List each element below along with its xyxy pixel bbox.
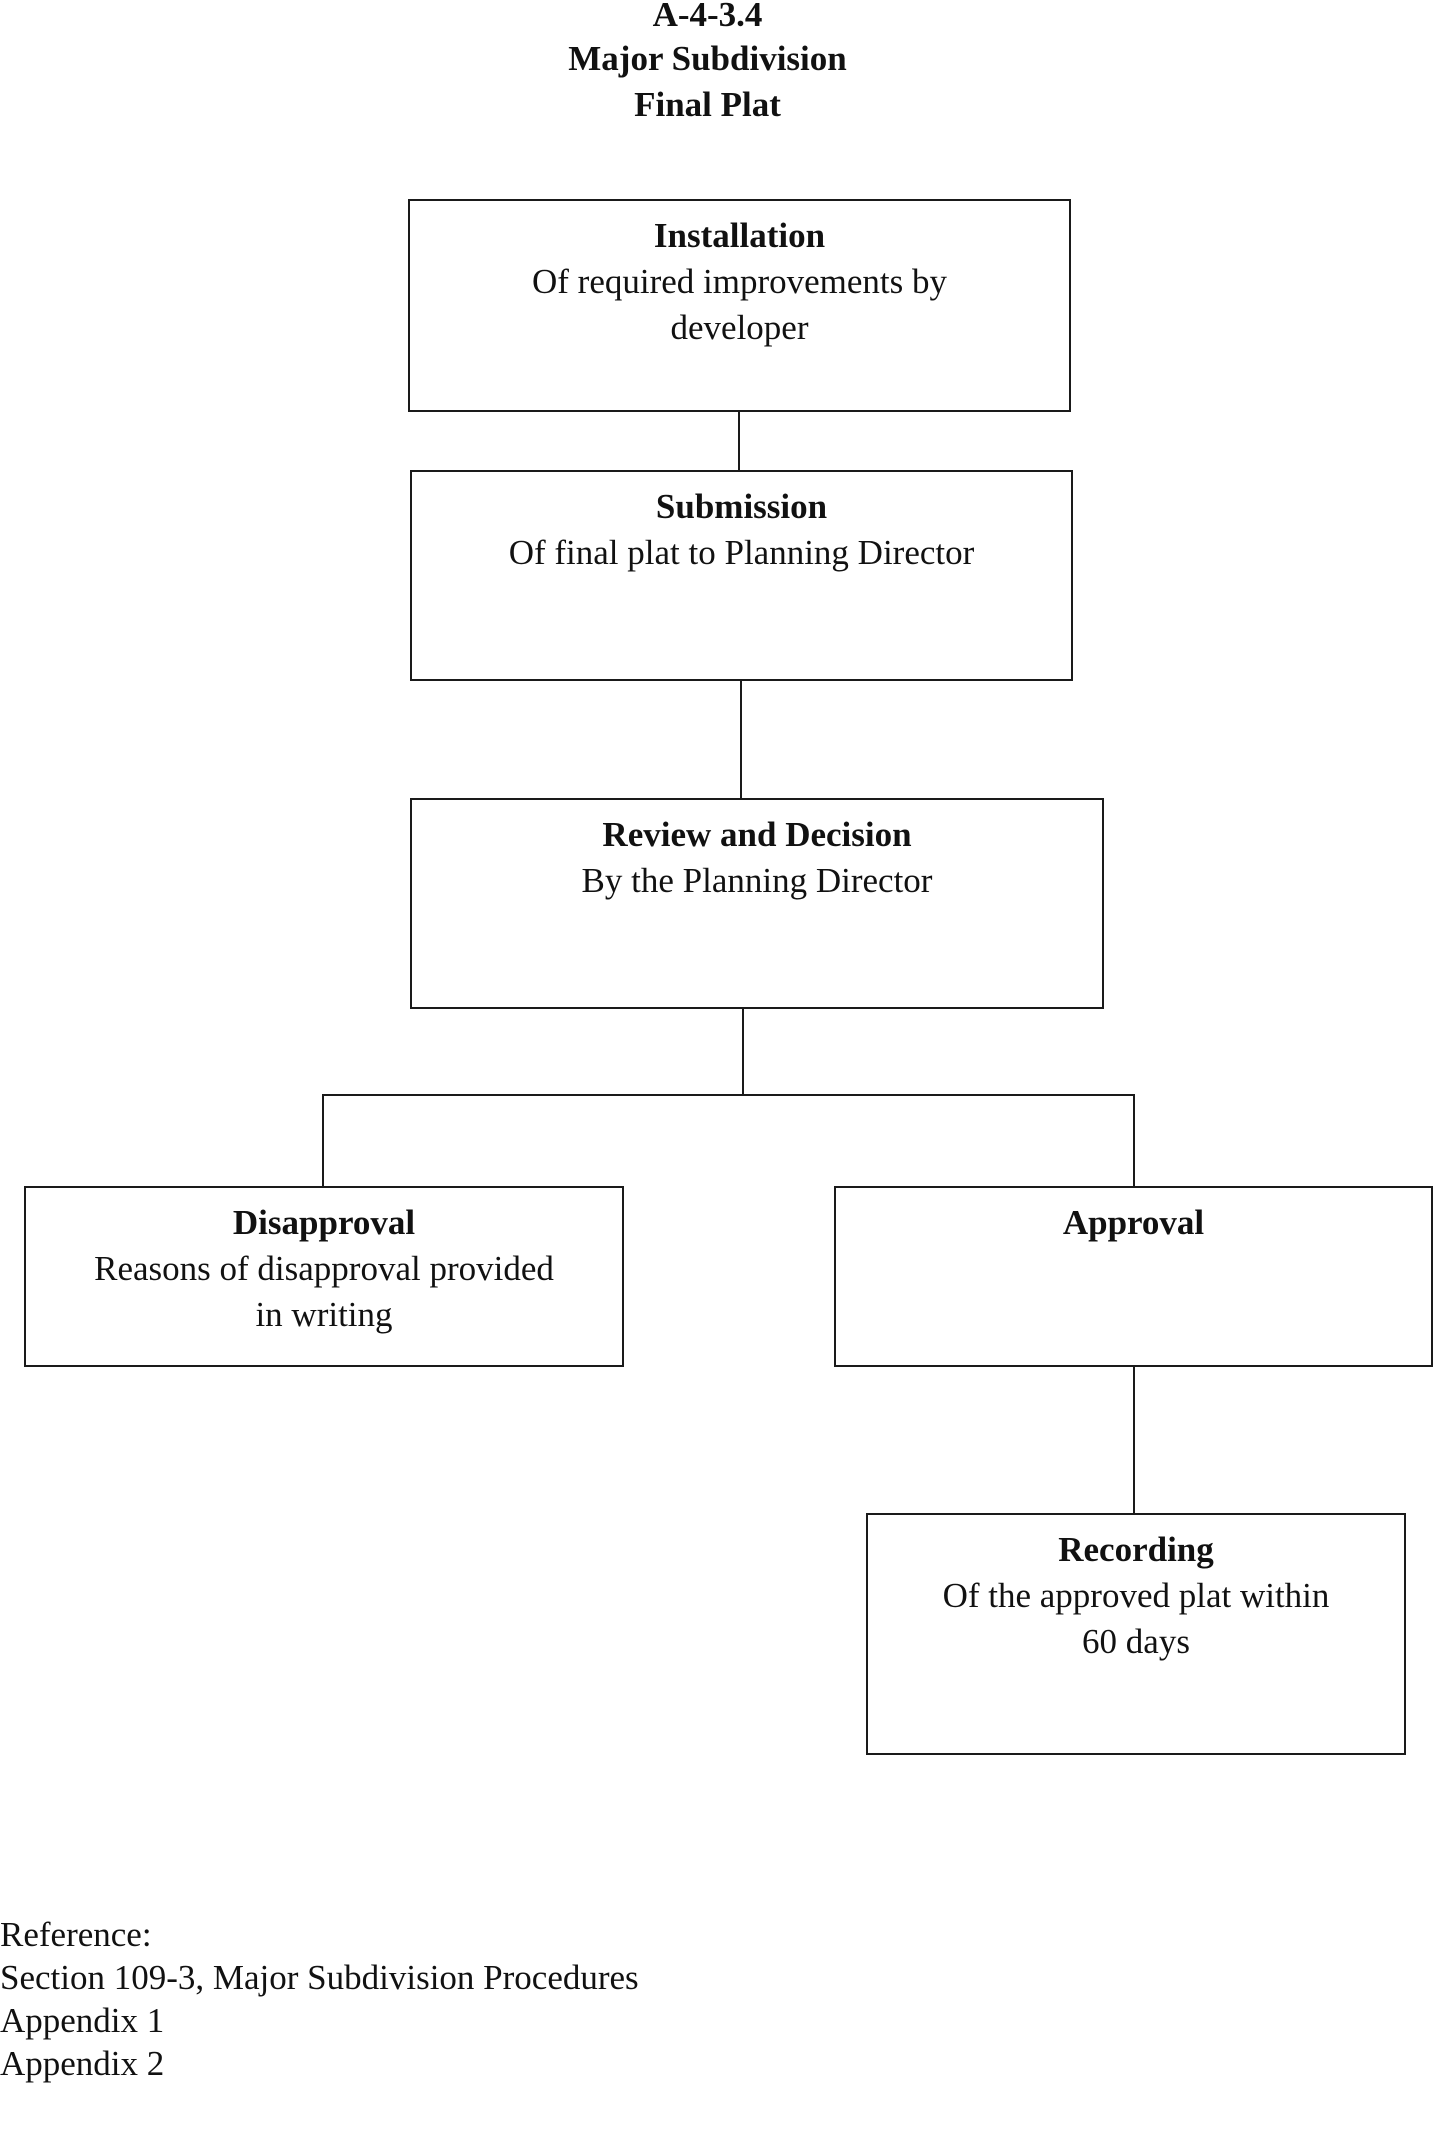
approval-heading: Approval: [1062, 1203, 1205, 1242]
reference-item: Section 109-3, Major Subdivision Procedu…: [0, 1958, 639, 1997]
review-decision-step-box: Review and Decision By the Planning Dire…: [410, 798, 1104, 1009]
review-decision-description: By the Planning Director: [581, 861, 933, 900]
submission-description: Of final plat to Planning Director: [508, 533, 975, 572]
installation-description-line1: Of required improvements by: [531, 262, 948, 301]
approval-outcome-box: Approval: [834, 1186, 1433, 1367]
recording-description-line1: Of the approved plat within: [942, 1576, 1330, 1615]
reference-item: Appendix 2: [0, 2044, 165, 2083]
reference-label: Reference:: [0, 1915, 152, 1954]
diagram-subtitle: Final Plat: [634, 85, 781, 124]
diagram-title: Major Subdivision: [568, 39, 847, 78]
installation-step-box: Installation Of required improvements by…: [408, 199, 1071, 412]
recording-heading: Recording: [1058, 1530, 1214, 1569]
submission-heading: Submission: [655, 487, 828, 526]
submission-step-box: Submission Of final plat to Planning Dir…: [410, 470, 1073, 681]
installation-heading: Installation: [653, 216, 826, 255]
disapproval-heading: Disapproval: [232, 1203, 416, 1242]
connector-review-split: [742, 1007, 744, 1095]
connector-split-horizontal: [322, 1094, 1135, 1096]
reference-section: Reference: Section 109-3, Major Subdivis…: [0, 1913, 639, 2085]
connector-split-disapproval: [322, 1094, 324, 1187]
disapproval-outcome-box: Disapproval Reasons of disapproval provi…: [24, 1186, 624, 1367]
review-decision-heading: Review and Decision: [602, 815, 912, 854]
disapproval-description-line1: Reasons of disapproval provided: [94, 1249, 554, 1288]
diagram-code: A-4-3.4: [652, 0, 763, 34]
connector-split-approval: [1133, 1094, 1135, 1187]
disapproval-description-line2: in writing: [255, 1295, 393, 1334]
installation-description-line2: developer: [670, 308, 809, 347]
reference-item: Appendix 1: [0, 2001, 165, 2040]
connector-installation-submission: [738, 410, 740, 471]
connector-submission-review: [740, 680, 742, 799]
connector-approval-recording: [1133, 1366, 1135, 1515]
recording-step-box: Recording Of the approved plat within 60…: [866, 1513, 1406, 1755]
recording-description-line2: 60 days: [1082, 1622, 1190, 1661]
